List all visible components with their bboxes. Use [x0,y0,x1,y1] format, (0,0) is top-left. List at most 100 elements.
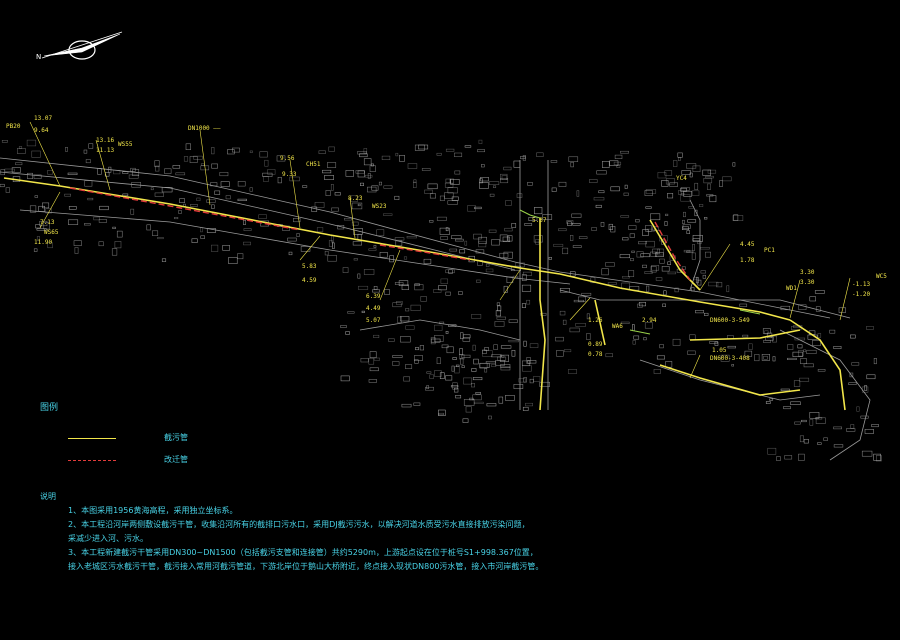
building-outline [851,362,860,366]
building-outline [499,234,508,242]
building-outline [232,147,240,153]
building-outline [860,415,869,419]
building-outline [586,333,591,340]
building-outline [316,227,324,233]
building-outline [593,197,605,201]
building-outline [776,456,781,461]
building-outline [262,172,273,177]
building-outline [494,321,505,327]
building-outline [463,377,473,385]
building-outline [642,264,647,268]
label-v120n: -1.20 [852,291,870,298]
building-outline [263,176,269,182]
building-outline [288,251,293,256]
building-outline [438,409,446,416]
building-outline [535,239,540,245]
building-outline [130,208,135,215]
building-outline [222,245,230,251]
building-outline [36,236,40,241]
building-outline [379,252,388,258]
building-outline [650,266,657,273]
building-outline [667,271,677,275]
building-outline [533,376,541,382]
building-outline [507,235,513,242]
building-outline [264,159,269,167]
building-outline [489,193,495,197]
building-outline [479,182,489,189]
building-outline [673,160,678,167]
building-outline [464,145,472,148]
building-outline [64,193,71,197]
building-outline [485,268,494,273]
label-v445: 4.45 [740,241,755,248]
building-outline [780,388,790,391]
building-outline [413,181,417,188]
building-outline [116,230,123,238]
building-outline [829,329,836,334]
label-pc1: PC1 [764,247,775,254]
label-dn1000: DN1000 —— [188,125,221,132]
building-outline [360,358,369,363]
building-outline [655,252,664,257]
building-outline [803,349,806,353]
building-outline [451,365,455,372]
building-outline [609,160,619,166]
building-outline [485,263,490,267]
building-outline [564,349,572,353]
building-outline [628,225,637,230]
building-outline [529,378,534,384]
building-outline [622,276,630,279]
building-outline [328,240,333,247]
building-outline [463,399,475,406]
building-outline [664,221,668,226]
building-outline [196,197,201,201]
building-outline [697,279,702,286]
building-outline [793,380,801,387]
building-outline [5,187,10,193]
building-outline [39,220,48,227]
building-outline [45,208,52,214]
building-outline [372,289,380,293]
building-outline [448,324,457,327]
building-outline [65,147,68,152]
building-outline [653,369,661,374]
building-outline [500,366,511,371]
label-v713: 7.13 [40,219,55,226]
building-outline [550,160,558,163]
building-outline [677,152,683,158]
building-outline [395,152,399,157]
building-outline [511,223,517,228]
building-outline [501,355,505,358]
building-outline [799,435,804,443]
building-outline [635,219,640,223]
building-outline [401,403,412,408]
building-outline [702,169,711,176]
building-outline [353,228,363,235]
building-outline [413,402,421,406]
building-outline [447,187,458,194]
building-outline [633,335,640,340]
building-outline [687,219,697,223]
building-outline [440,278,448,284]
building-outline [871,424,879,428]
building-outline [722,176,732,182]
building-outline [491,364,497,367]
building-outline [548,257,552,260]
building-outline [502,236,510,242]
building-outline [812,340,821,346]
building-outline [330,184,334,191]
building-outline [505,395,515,401]
building-outline [686,163,697,169]
building-outline [720,354,730,362]
label-v933: 9.33 [282,171,297,178]
building-outline [237,253,244,260]
building-outline [763,340,771,343]
building-outline [367,173,371,179]
building-outline [36,228,47,231]
building-outline [493,185,497,188]
building-outline [590,277,596,284]
building-outline [610,226,616,233]
building-outline [331,207,339,212]
building-outline [620,215,630,218]
building-outline [501,175,508,180]
